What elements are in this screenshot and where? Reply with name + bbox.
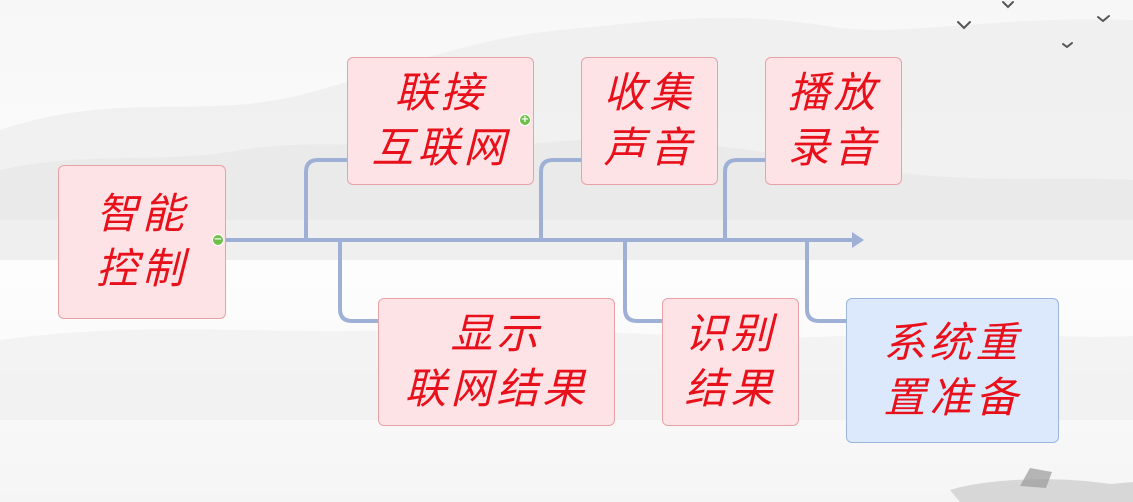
root-node[interactable]: 智能 控制 [58,165,226,319]
branch-node-label: 录音 [787,123,880,172]
connector-bottom-3 [805,240,847,323]
fishing-boat-icon [950,468,1133,502]
branch-node-recognition-result[interactable]: 识别 结果 [662,298,799,426]
branch-node-connect-internet[interactable]: 联接 互联网 [347,57,534,185]
expand-toggle-icon[interactable]: + [519,114,531,126]
branch-node-label: 收集 [603,68,696,118]
connector-top-2 [539,158,582,240]
branch-node-label: 互联网 [371,123,510,172]
connector-bottom-1 [338,240,379,323]
branch-node-label: 置准备 [883,372,1022,422]
branch-node-label: 系统重 [883,317,1022,367]
branch-node-label: 识别 [684,309,777,359]
branch-node-system-reset[interactable]: 系统重 置准备 [846,298,1059,443]
birds-icon [957,1,1110,49]
connector-top-3 [723,158,766,240]
branch-node-label: 联接 [394,68,487,118]
branch-node-collect-sound[interactable]: 收集 声音 [581,57,718,185]
root-node-line1: 智能 [95,189,188,239]
connector-bottom-2 [623,240,663,323]
collapse-toggle-icon[interactable]: − [212,234,224,246]
branch-node-label: 结果 [684,364,777,413]
branch-node-play-recording[interactable]: 播放 录音 [765,57,902,185]
branch-node-label: 联网结果 [404,364,589,413]
branch-node-label: 显示 [450,309,543,359]
spine-arrow-head [852,232,864,248]
branch-node-label: 声音 [603,123,696,172]
branch-node-show-network-result[interactable]: 显示 联网结果 [378,298,615,426]
connector-top-1 [304,158,348,240]
branch-node-label: 播放 [787,68,880,118]
root-node-line2: 控制 [95,244,188,293]
